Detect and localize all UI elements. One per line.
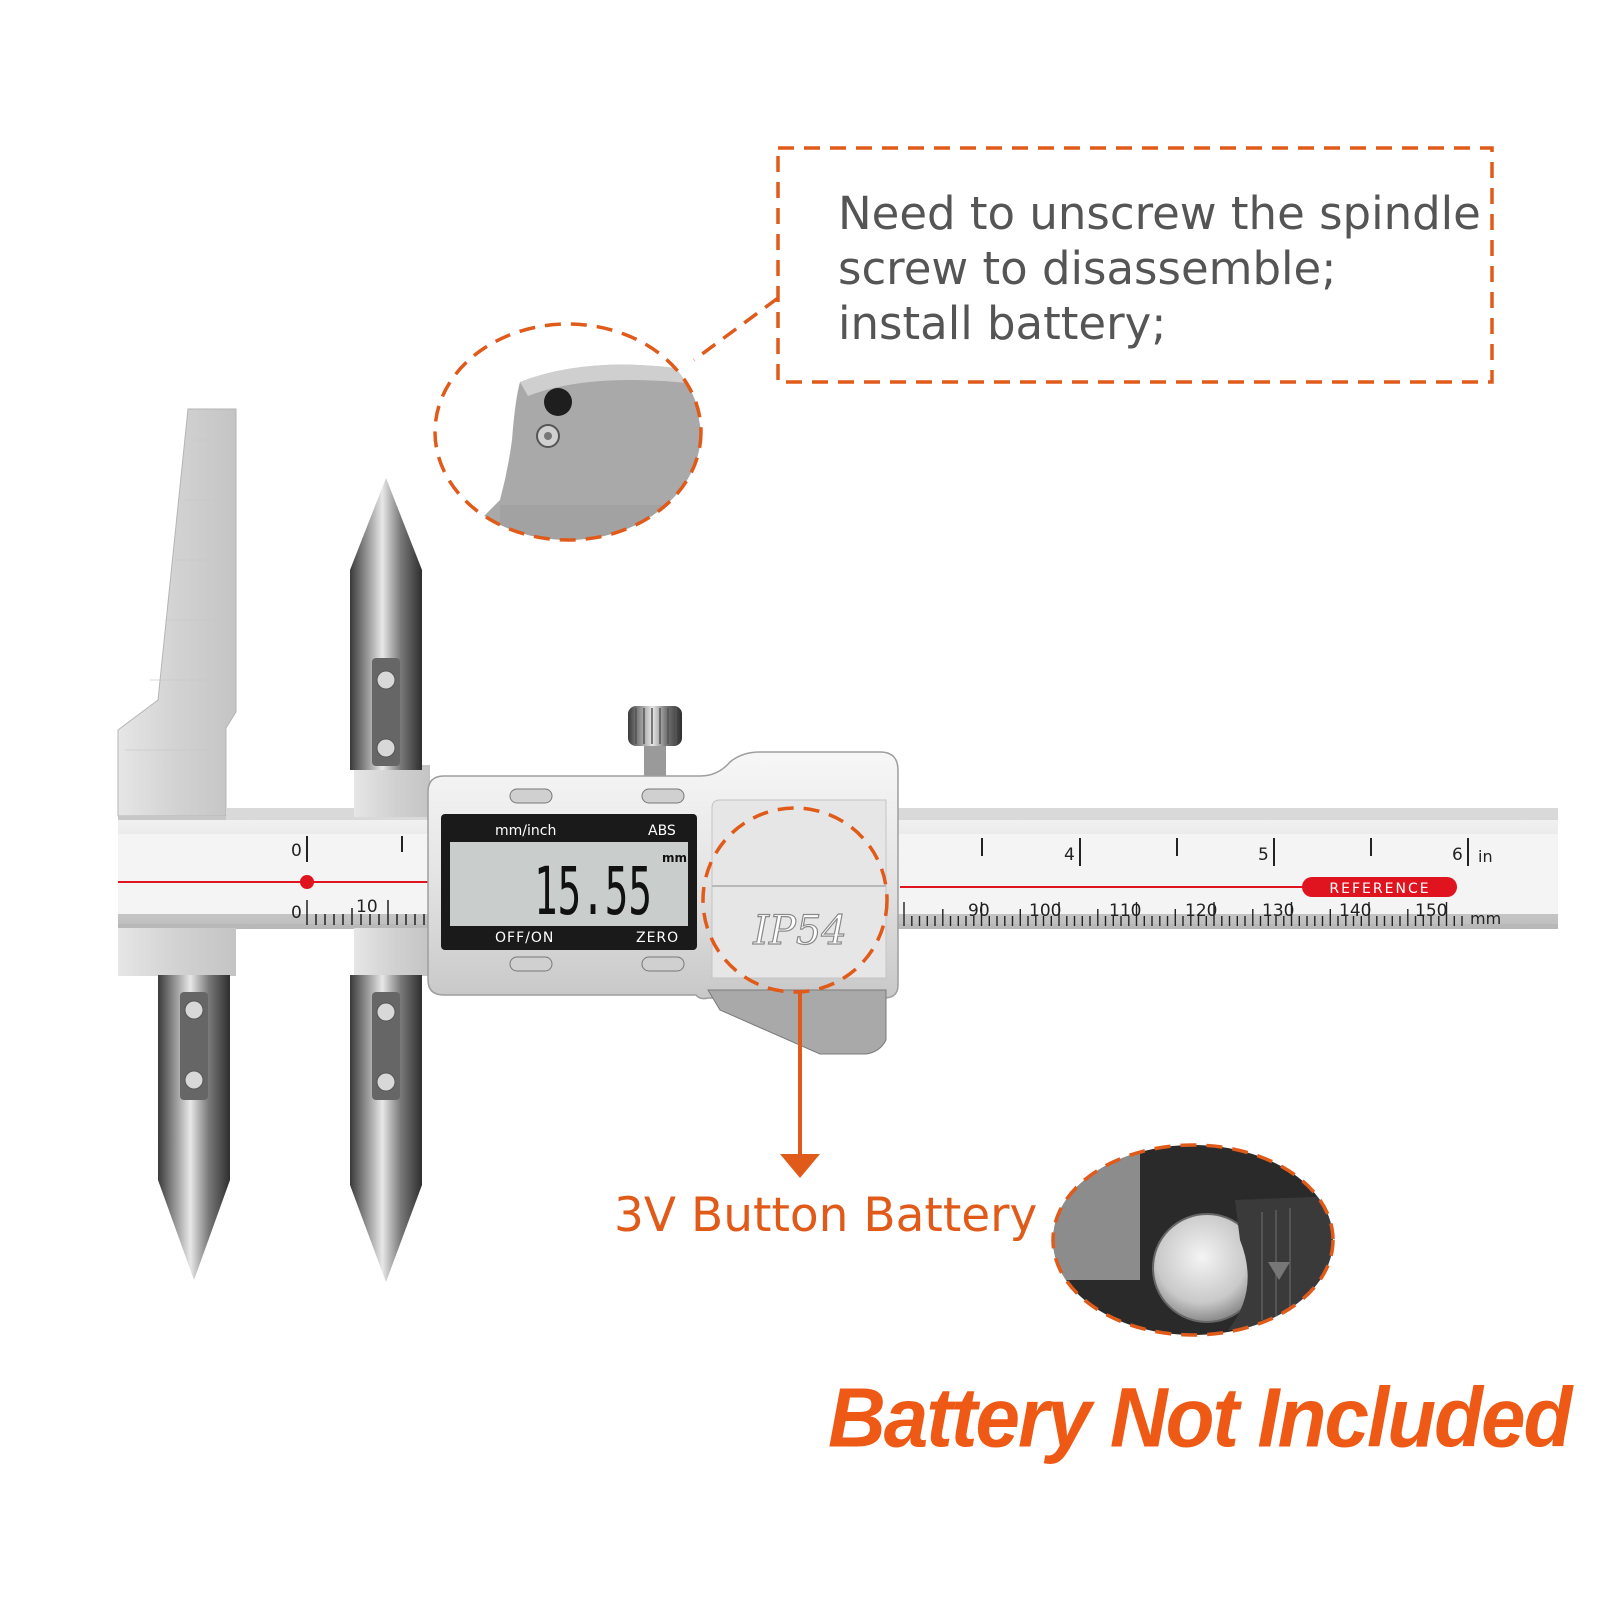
callout-line-1: Need to unscrew the spindle (838, 187, 1481, 240)
spindle-detail (433, 322, 703, 542)
reference-badge (1302, 877, 1457, 897)
battery-detail (1051, 1143, 1335, 1337)
mm-label-110: 110 (1109, 901, 1141, 921)
off-on-label: OFF/ON (495, 930, 554, 946)
mm-unit: mm (1470, 909, 1501, 928)
reference-label: REFERENCE (1329, 881, 1430, 897)
scale-left: 0 0 10 (118, 836, 430, 925)
pin-screw-icon (184, 1070, 204, 1090)
inch-label-0: 0 (291, 841, 302, 861)
mm-label-140: 140 (1339, 901, 1371, 921)
mm-label-90: 90 (968, 901, 990, 921)
lcd-reading: 15.55 (534, 853, 652, 930)
inch-unit: in (1478, 847, 1493, 866)
zero-button[interactable] (641, 956, 685, 972)
callout-line-3: install battery; (838, 297, 1167, 350)
off-on-button[interactable] (509, 956, 553, 972)
button-top-right[interactable] (641, 788, 685, 804)
fixed-jaw (117, 408, 237, 817)
battery-type-label: 3V Button Battery (614, 1188, 1038, 1243)
inch-label-5: 5 (1258, 845, 1269, 865)
mm-label-10: 10 (356, 897, 378, 917)
ip54-mark: IP54 (752, 908, 847, 954)
pin-screw-icon (376, 738, 396, 758)
inch-label-6: 6 (1452, 845, 1463, 865)
battery-not-included-headline: Battery Not Included (828, 1370, 1572, 1465)
callout-connector (692, 296, 780, 362)
spindle-screw-icon (544, 388, 572, 416)
pin-screw-icon (376, 670, 396, 690)
abs-label: ABS (648, 823, 676, 839)
thumb-screw-icon (628, 706, 682, 776)
lower-slider-pin (350, 975, 422, 1282)
lcd-unit: mm (662, 851, 687, 865)
upper-pin (350, 478, 422, 770)
mm-label-100: 100 (1029, 901, 1061, 921)
callout-line-2: screw to disassemble; (838, 242, 1337, 295)
fixed-jaw-lower (118, 928, 236, 976)
pin-screw-icon (376, 1072, 396, 1092)
inch-label-4: 4 (1064, 845, 1075, 865)
callout-box (776, 146, 1494, 384)
zero-label: ZERO (636, 930, 679, 946)
button-top-left[interactable] (509, 788, 553, 804)
mm-label-130: 130 (1262, 901, 1294, 921)
slider-jaw-lower (354, 928, 430, 976)
pin-screw-icon (376, 1002, 396, 1022)
pin-screw-icon (184, 1000, 204, 1020)
unit-toggle-label: mm/inch (495, 823, 556, 839)
battery-compartment-highlight (701, 806, 889, 994)
slider-jaw-upper (354, 765, 430, 817)
mm-label-120: 120 (1185, 901, 1217, 921)
battery-arrow (780, 990, 820, 1178)
lcd-display: mm/inch ABS 15.55 mm OFF/ON ZERO (441, 814, 697, 950)
lower-fixed-pin (158, 975, 230, 1280)
mm-label-0: 0 (291, 903, 302, 923)
callout-instructions: Need to unscrew the spindle screw to dis… (838, 186, 1481, 351)
reference-dot (300, 875, 314, 889)
scale-right: 4 5 6 in REFERENCE 90 100 110 120 130 14… (900, 838, 1501, 928)
